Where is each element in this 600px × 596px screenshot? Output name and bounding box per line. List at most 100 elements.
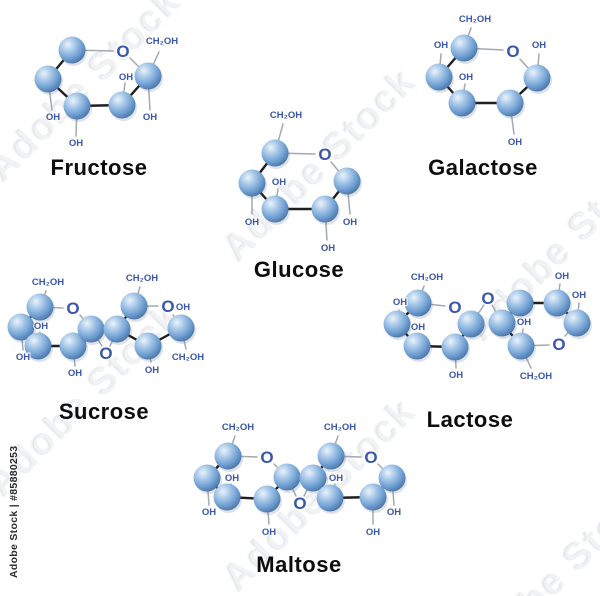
ring-oxygen-label: O (116, 42, 129, 61)
atom-sphere (448, 89, 476, 117)
substituent-label: CH₂OH (270, 110, 302, 121)
atom-sphere (311, 195, 339, 223)
atom-sphere (213, 483, 241, 511)
atom-sphere (134, 332, 162, 360)
atom-sphere (488, 309, 516, 337)
atom-sphere (253, 485, 281, 513)
ring-oxygen-label: O (161, 297, 174, 316)
ring-oxygen-label: O (481, 289, 494, 308)
substituent-label: OH (508, 137, 522, 148)
substituent-label: OH (411, 322, 425, 333)
molecule-name-lactose: Lactose (426, 407, 514, 432)
atom-sphere (457, 310, 485, 338)
atom-sphere (238, 169, 266, 197)
atom-sphere (134, 62, 162, 90)
substituent-label: CH₂OH (222, 422, 254, 433)
substituent-label: OH (393, 297, 407, 308)
atom-sphere (299, 464, 327, 492)
ring-oxygen-label: O (552, 335, 565, 354)
substituent-label: OH (366, 527, 380, 538)
substituent-label: OH (262, 527, 276, 538)
atom-sphere (24, 332, 52, 360)
substituent-label: OH (202, 507, 216, 518)
atom-sphere (108, 91, 136, 119)
substituent-label: OH (145, 365, 159, 376)
substituent-label: CH₂OH (459, 14, 491, 25)
molecule-name-sucrose: Sucrose (58, 399, 150, 424)
atom-sphere (450, 34, 478, 62)
substituent-label: OH (449, 370, 463, 381)
substituent-label: OH (555, 271, 569, 282)
substituent-label: OH (69, 138, 83, 149)
atom-sphere (273, 463, 301, 491)
atom-sphere (543, 289, 571, 317)
atom-sphere (496, 89, 524, 117)
atom-sphere (404, 289, 432, 317)
substituent-label: OH (434, 40, 448, 51)
atom-sphere (316, 484, 344, 512)
substituent-label: OH (272, 177, 286, 188)
atom-sphere (26, 293, 54, 321)
substituent-label: OH (245, 217, 259, 228)
atom-sphere (63, 92, 91, 120)
atom-sphere (214, 442, 242, 470)
atom-sphere (333, 167, 361, 195)
substituent-label: OH (517, 317, 531, 328)
stock-id-watermark: Adobe Stock | #85880253 (8, 445, 20, 578)
atom-sphere (317, 442, 345, 470)
ring-oxygen-label: O (99, 344, 112, 363)
ring-oxygen-label: O (293, 494, 306, 513)
substituent-label: OH (16, 352, 30, 363)
substituent-label: OH (143, 112, 157, 123)
substituent-label: OH (321, 243, 335, 254)
atom-sphere (58, 36, 86, 64)
substituent-label: OH (343, 217, 357, 228)
atom-sphere (34, 65, 62, 93)
molecule-name-glucose: Glucose (253, 257, 345, 282)
molecule-name-galactose: Galactose (428, 155, 538, 180)
ring-oxygen-label: O (66, 299, 79, 318)
substituent-label: CH₂OH (324, 422, 356, 433)
atom-sphere (378, 464, 406, 492)
atom-sphere (261, 139, 289, 167)
substituent-label: CH₂OH (172, 352, 204, 363)
atom-sphere (523, 64, 551, 92)
atom-sphere (120, 292, 148, 320)
substituent-label: CH₂OH (520, 371, 552, 382)
atom-sphere (261, 195, 289, 223)
ring-oxygen-label: O (506, 42, 519, 61)
substituent-label: OH (176, 302, 190, 313)
substituent-label: OH (68, 368, 82, 379)
substituent-label: OH (46, 112, 60, 123)
atom-sphere (193, 464, 221, 492)
ring-oxygen-label: O (260, 448, 273, 467)
ring-oxygen-label: O (364, 448, 377, 467)
atom-sphere (383, 310, 411, 338)
atom-sphere (441, 333, 469, 361)
atom-sphere (425, 63, 453, 91)
atom-sphere (103, 315, 131, 343)
molecule-name-maltose: Maltose (256, 552, 342, 577)
substituent-label: OH (34, 321, 48, 332)
substituent-label: OH (329, 473, 343, 484)
atom-sphere (507, 332, 535, 360)
atom-sphere (167, 314, 195, 342)
substituent-label: OH (459, 72, 473, 83)
atom-sphere (7, 313, 35, 341)
ring-oxygen-label: O (448, 298, 461, 317)
substituent-label: OH (225, 473, 239, 484)
ring-oxygen-label: O (318, 145, 331, 164)
atom-sphere (506, 289, 534, 317)
substituent-label: OH (532, 40, 546, 51)
substituent-label: CH₂OH (146, 36, 178, 47)
substituent-label: OH (119, 72, 133, 83)
atom-sphere (359, 483, 387, 511)
atom-sphere (59, 332, 87, 360)
substituent-label: OH (387, 507, 401, 518)
substituent-label: CH₂OH (411, 272, 443, 283)
substituent-label: CH₂OH (126, 273, 158, 284)
substituent-label: OH (572, 290, 586, 301)
atom-sphere (563, 309, 591, 337)
